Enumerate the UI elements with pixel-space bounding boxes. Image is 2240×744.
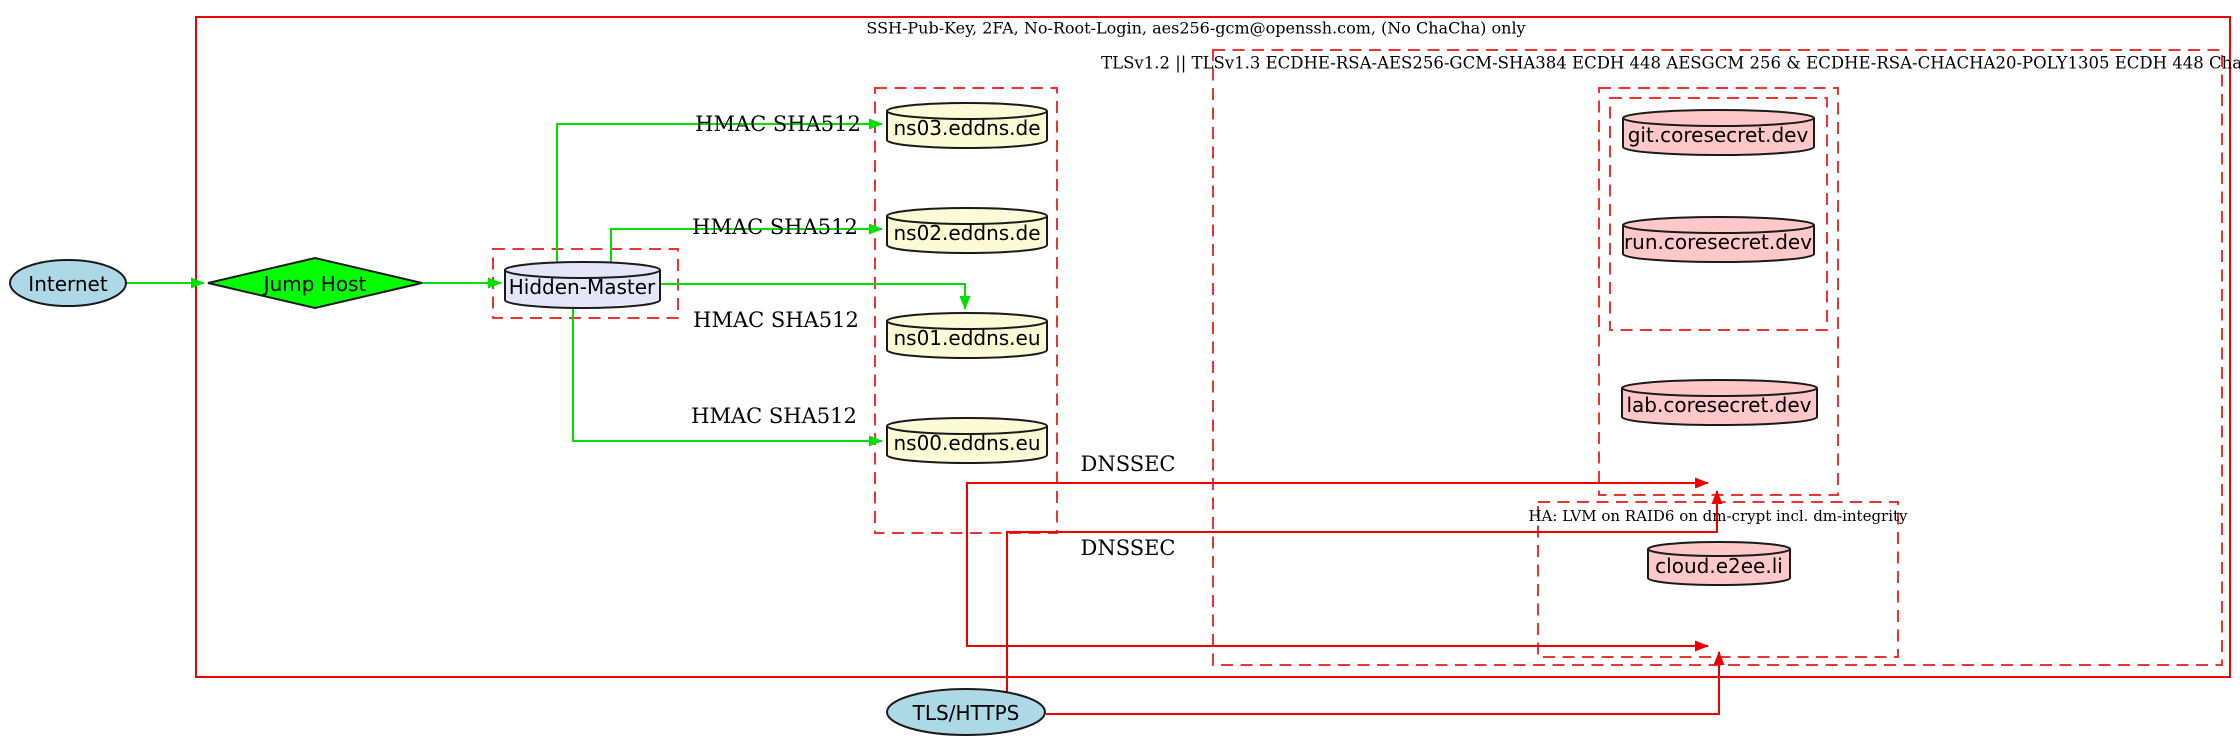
ha-cluster-label: HA: LVM on RAID6 on dm-crypt incl. dm-in…	[1528, 507, 1908, 525]
lab-node-shape	[1621, 379, 1818, 426]
run-node-label: run.coresecret.dev	[1623, 230, 1813, 254]
hmac-label-ns00: HMAC SHA512	[691, 404, 857, 428]
edge-tls-to-cloud	[1046, 651, 1725, 715]
jump-host-node-label: Jump Host	[263, 272, 367, 296]
hmac-label-ns03: HMAC SHA512	[695, 112, 861, 136]
dnssec-label-top: DNSSEC	[1080, 452, 1176, 476]
edge-hiddenmaster-to-ns01	[660, 283, 971, 310]
edge-hiddenmaster-to-ns00	[572, 308, 883, 447]
ns03-node-shape	[886, 102, 1048, 149]
dnssec-label-bottom: DNSSEC	[1080, 536, 1176, 560]
edge-hiddenmaster-to-ns03	[556, 118, 883, 262]
ns02-node-label: ns02.eddns.de	[893, 221, 1041, 245]
tls-https-node-shape	[886, 688, 1046, 736]
ns02-node-shape	[886, 207, 1048, 254]
ns03-node-label: ns03.eddns.de	[893, 116, 1041, 140]
ns00-node-shape	[886, 417, 1048, 464]
ns01-node-label: ns01.eddns.eu	[893, 326, 1041, 350]
tls-https-node-label: TLS/HTTPS	[912, 701, 1020, 725]
ns00-node-label: ns00.eddns.eu	[893, 431, 1041, 455]
hidden-master-node-label: Hidden-Master	[508, 275, 656, 299]
cloud-node-shape	[1647, 541, 1791, 586]
nameserver-cluster-box	[874, 87, 1058, 534]
git-node-shape	[1622, 109, 1815, 156]
ssh-cluster-label: SSH-Pub-Key, 2FA, No-Root-Login, aes256-…	[866, 18, 1526, 38]
ns01-node-shape	[886, 312, 1048, 359]
git-node-label: git.coresecret.dev	[1627, 123, 1809, 147]
cloud-node-label: cloud.e2ee.li	[1655, 554, 1783, 578]
internet-node-shape	[9, 259, 127, 307]
edge-hiddenmaster-to-ns02	[610, 223, 883, 262]
hmac-label-ns01: HMAC SHA512	[693, 308, 859, 332]
ssh-cluster-box	[195, 16, 2231, 678]
hmac-label-ns02: HMAC SHA512	[692, 215, 858, 239]
hidden-master-node-shape	[504, 261, 661, 309]
jump-host-node-shape	[207, 256, 423, 310]
internet-node-label: Internet	[28, 272, 108, 296]
edge-dnssec-to-ha	[966, 485, 1709, 652]
lab-node-label: lab.coresecret.dev	[1626, 393, 1812, 417]
run-node-shape	[1622, 216, 1815, 263]
edge-tls-to-coresecret	[1006, 490, 1723, 692]
tls-cluster-label: TLSv1.2 || TLSv1.3 ECDHE-RSA-AES256-GCM-…	[1101, 53, 2240, 73]
tls-cluster-box	[1212, 49, 2223, 666]
coresecret-inner-cluster-box	[1609, 97, 1828, 331]
